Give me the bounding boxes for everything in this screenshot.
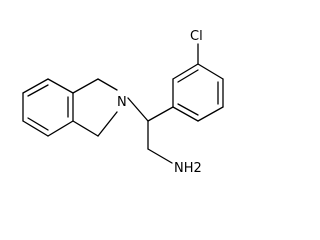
nitrogen-atom-label: N	[117, 95, 127, 110]
double-bond-inner	[27, 84, 49, 97]
bond	[97, 78, 118, 91]
chlorophenyl-ring	[172, 43, 224, 122]
bond	[22, 120, 49, 137]
bond	[22, 78, 49, 94]
bond	[197, 106, 224, 122]
double-bond-inner	[177, 69, 199, 83]
bond	[147, 148, 173, 164]
bond	[47, 78, 74, 94]
side-chain	[127, 97, 174, 164]
double-bond-inner	[177, 103, 199, 116]
chlorine-atom-label: Cl	[190, 29, 203, 44]
bond	[72, 78, 99, 94]
bond	[147, 106, 174, 122]
bond	[47, 120, 74, 137]
isoquinoline-benzo-ring	[22, 78, 74, 137]
bond	[172, 63, 199, 80]
bond	[72, 120, 99, 137]
bond	[172, 106, 199, 122]
amine-group-label: NH2	[174, 161, 202, 176]
molecule-diagram: Cl N NH2	[22, 29, 224, 176]
bond	[127, 97, 149, 122]
bond	[97, 111, 118, 137]
double-bond-inner	[27, 117, 49, 131]
structure-canvas: Cl N NH2	[22, 29, 224, 176]
tetrahydropyridine-ring	[72, 78, 118, 137]
bond	[197, 63, 224, 80]
